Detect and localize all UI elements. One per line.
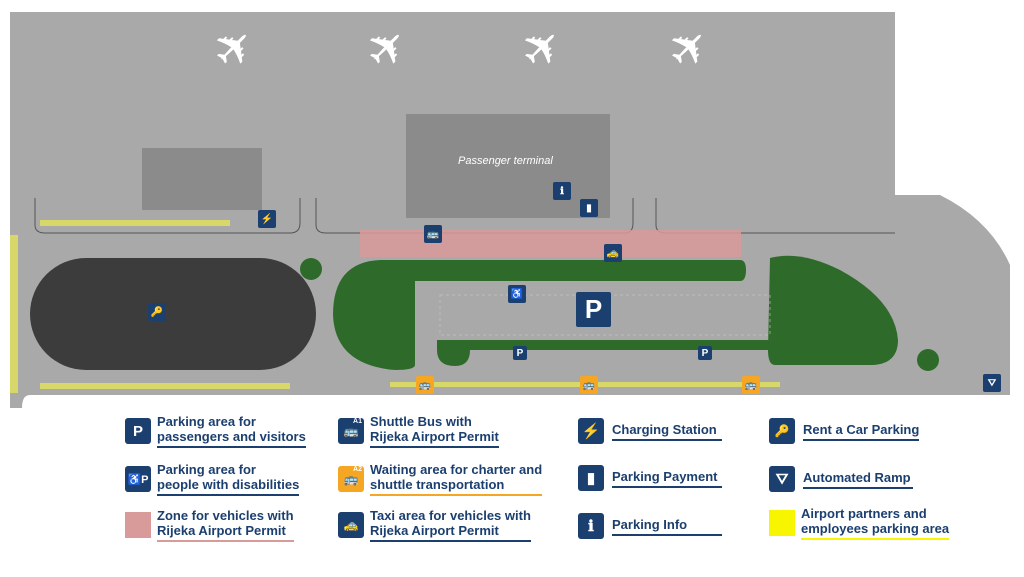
disabled-parking-icon: ♿ — [508, 285, 526, 303]
taxi-icon: 🚕 — [604, 244, 622, 262]
waiting-area-icon: 🚌A2 — [338, 466, 364, 492]
shuttle-bus-icon: 🚌A1 — [338, 418, 364, 444]
big-parking-icon: P — [576, 292, 611, 327]
legend-label: Rijeka Airport Permit — [370, 429, 499, 444]
legend-label: Automated Ramp — [803, 470, 913, 489]
green-island — [300, 258, 322, 280]
legend-label: Airport partners and — [801, 506, 927, 521]
passenger-terminal — [406, 114, 610, 218]
legend-label: Rijeka Airport Permit — [370, 523, 499, 538]
lot-dark — [30, 258, 316, 370]
badge: A2 — [353, 466, 362, 473]
legend-label: Rent a Car Parking — [803, 422, 920, 441]
legend-label: shuttle transportation — [370, 477, 505, 492]
partners-parking-left — [10, 235, 18, 393]
legend-label: employees parking area — [801, 521, 950, 536]
partners-parking-swatch — [769, 510, 795, 536]
waiting-area-icon: 🚌 — [742, 376, 760, 394]
legend-label: Shuttle Bus with — [370, 414, 472, 429]
parking-info-icon: ℹ — [553, 182, 571, 200]
parking-payment-icon: ▮ — [580, 199, 598, 217]
waiting-area-icon: 🚌 — [580, 376, 598, 394]
legend-label: people with disabilities — [157, 477, 300, 492]
rent-a-car-icon: 🔑 — [148, 303, 166, 321]
automated-ramp-icon: ⛛ — [983, 374, 1001, 392]
automated-ramp-icon: ⛛ — [769, 466, 795, 492]
disabled-parking-icon: ♿P — [125, 466, 151, 492]
waiting-area-icon: 🚌 — [416, 376, 434, 394]
legend-label: Parking area for — [157, 414, 256, 429]
partners-parking-strip — [40, 220, 230, 226]
green-island — [917, 349, 939, 371]
airport-map — [10, 12, 1010, 408]
partners-parking-bottom — [40, 383, 290, 389]
parking-payment-icon: ▮ — [578, 465, 604, 491]
badge: A1 — [353, 418, 362, 425]
charging-station-icon: ⚡ — [578, 418, 604, 444]
legend-label: passengers and visitors — [157, 429, 306, 444]
legend-label: Charging Station — [612, 422, 722, 441]
legend-label: Taxi area for vehicles with — [370, 508, 531, 523]
parking-icon: P — [513, 346, 527, 360]
legend-info: ℹ Parking Info — [578, 513, 722, 539]
green-island — [333, 260, 746, 370]
shuttle-bus-icon: 🚌 — [424, 225, 442, 243]
legend-label: Parking area for — [157, 462, 256, 477]
legend-label: Waiting area for charter and — [370, 462, 543, 477]
building-small — [142, 148, 262, 210]
legend-ramp: ⛛ Automated Ramp — [769, 466, 913, 492]
rent-a-car-icon: 🔑 — [769, 418, 795, 444]
parking-info-icon: ℹ — [578, 513, 604, 539]
legend-rent-a-car: 🔑 Rent a Car Parking — [769, 418, 920, 444]
legend-charging: ⚡ Charging Station — [578, 418, 722, 444]
permit-zone — [360, 230, 741, 257]
legend-label: Rijeka Airport Permit — [157, 523, 286, 538]
legend-label: Parking Info — [612, 517, 722, 536]
permit-zone-swatch — [125, 512, 151, 538]
taxi-icon: 🚕 — [338, 512, 364, 538]
legend-payment: ▮ Parking Payment — [578, 465, 722, 491]
terminal-label: Passenger terminal — [458, 155, 553, 167]
bus-glyph: 🚌 — [343, 424, 359, 438]
charging-station-icon: ⚡ — [258, 210, 276, 228]
parking-icon: P — [698, 346, 712, 360]
legend-label: Parking Payment — [612, 469, 722, 488]
green-island — [768, 255, 898, 365]
legend-label: Zone for vehicles with — [157, 508, 294, 523]
parking-icon: P — [125, 418, 151, 444]
bus-glyph: 🚌 — [343, 472, 359, 486]
